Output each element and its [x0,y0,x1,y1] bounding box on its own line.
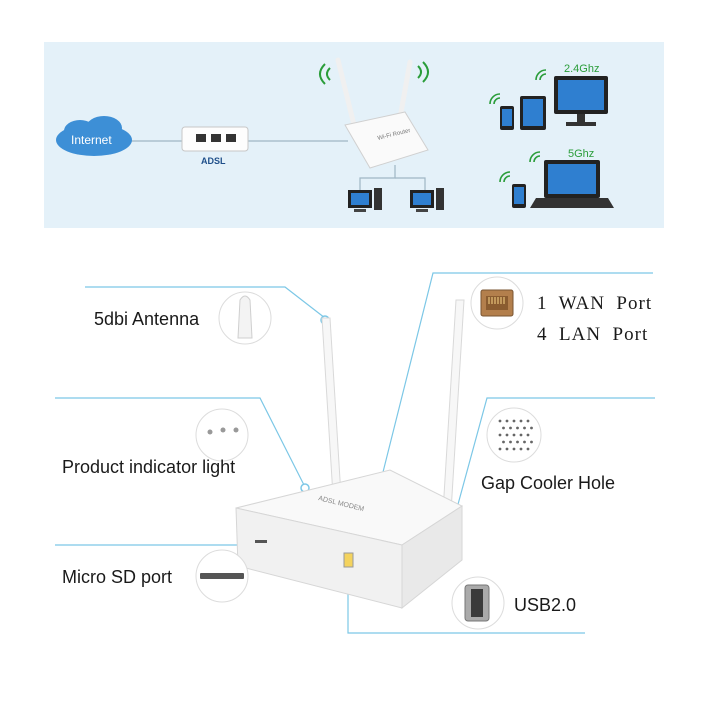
wifi-icon-24ghz [489,69,547,105]
wan-port-label: 1 WAN Port [537,293,653,314]
desktop-pc-icon-2 [410,188,444,212]
indicator-lights-icon [207,427,239,435]
wifi-signal-icon-right [417,61,429,83]
cooler-holes-icon [498,419,533,451]
diagram-router-icon: Wi-Fi Router [335,57,429,169]
devices-5ghz-icon [512,160,614,208]
usb-port-icon [464,584,490,622]
lan-port-label: 4 LAN Port [537,324,649,345]
wifi-icon-5ghz [499,151,541,183]
adsl-modem-icon [181,126,249,152]
usb-callout-label: USB2.0 [514,595,577,615]
wifi-signal-icon-left [319,63,331,85]
band-24ghz-label: 2.4Ghz [564,63,600,75]
antenna-detail-icon [237,295,253,339]
devices-24ghz-icon [500,76,608,130]
desktop-pc-icon-1 [348,188,382,212]
band-5ghz-label: 5Ghz [568,148,595,160]
indicator-detail-circle [195,408,249,462]
microsd-callout-label: Micro SD port [62,567,173,587]
ethernet-port-icon [480,289,514,317]
adsl-label: ADSL [201,156,226,166]
internet-cloud-icon [56,116,132,156]
router-product-image: ADSL MODEM [235,299,465,610]
internet-label: Internet [71,133,112,147]
cooler-callout-label: Gap Cooler Hole [481,473,616,493]
microsd-slot-icon [200,573,244,579]
indicator-callout-label: Product indicator light [62,457,236,477]
antenna-callout-label: 5dbi Antenna [94,309,200,329]
topology-connections [128,140,426,190]
